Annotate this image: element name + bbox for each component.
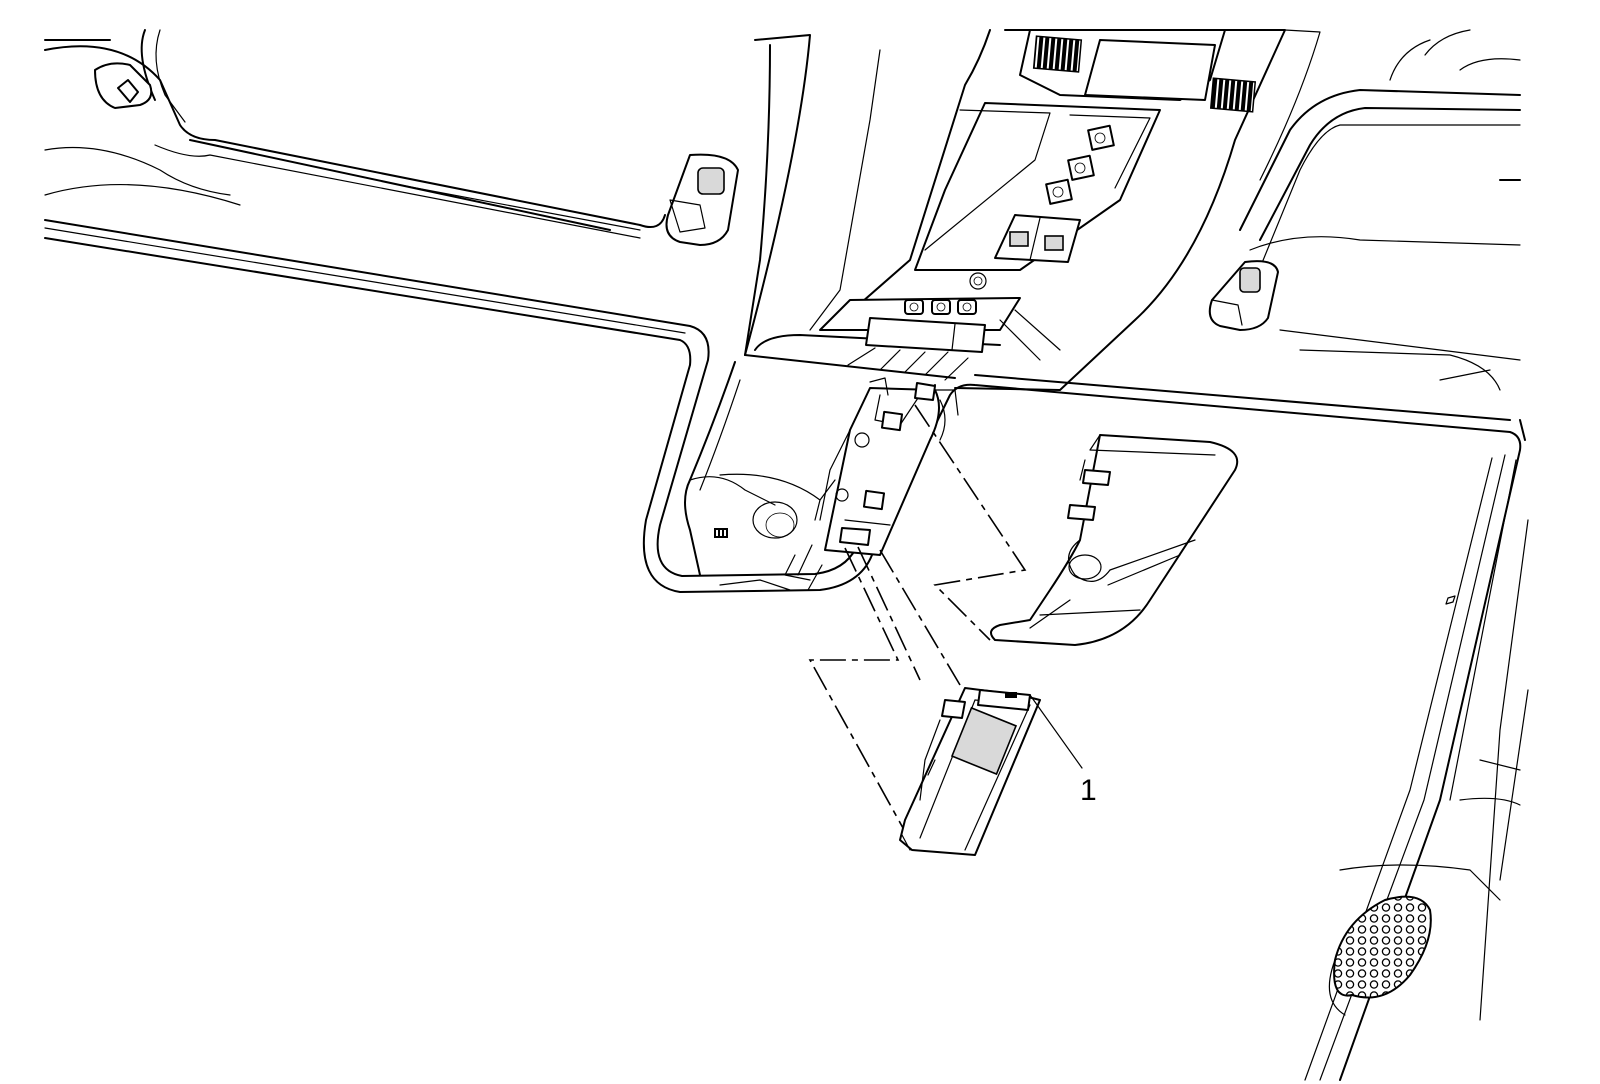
callout-1: 1	[1029, 694, 1097, 807]
map-light-buttons	[994, 214, 1081, 263]
module-component	[899, 687, 1041, 856]
speaker-grille	[1328, 759, 1521, 1016]
console-trim-cover	[990, 434, 1239, 646]
assembly-dashed-lines	[808, 404, 1027, 829]
callout-1-leader-line	[1029, 694, 1083, 769]
right-sunvisor-clip	[1208, 260, 1279, 331]
console-button-cluster-right	[1045, 124, 1115, 205]
console-switches-row	[904, 299, 977, 315]
callout-1-label: 1	[1080, 774, 1097, 807]
overhead-console	[744, 29, 1321, 391]
headliner-marker	[1445, 595, 1456, 605]
left-sunvisor-clip	[94, 62, 739, 246]
console-cavity	[684, 361, 959, 591]
